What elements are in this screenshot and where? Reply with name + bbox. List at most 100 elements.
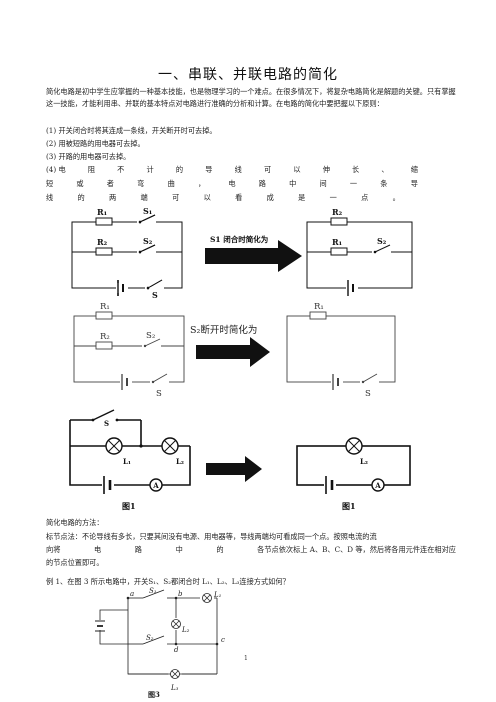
switch-node [138,220,142,224]
rule-3: (3) 开路的用电器可去掉。 [46,152,131,161]
label-d: d [174,646,179,654]
switch-s2-out-blade [374,244,391,253]
label-s2: S₂ [146,331,155,341]
rule-4-word: 一 [329,193,337,202]
switch-gap [145,287,164,289]
switch-node [361,380,365,384]
switch-s2-blade [142,635,165,645]
rule-4-line-2: 短或者弯曲，电路中间一条导 [46,179,418,189]
fig1-right-circuit [306,217,413,289]
rule-4-word: 的 [77,193,85,202]
label-out-r2: R₂ [332,207,343,217]
switch-node [91,418,95,422]
rule-4-word: 伸 [322,165,330,174]
label-out-r1: R₁ [332,237,342,247]
rule-4-word: 间 [319,179,327,188]
switch-s2-blade [144,338,161,347]
fig2-left-circuit [73,311,185,383]
switch-gap [360,381,379,383]
switch-s1-blade [139,214,156,223]
switch-s2-blade [139,244,156,253]
rule-4-word: 短 [46,179,54,188]
rule-4-word: 曲 [167,179,175,188]
label-l2: L₂ [176,457,184,466]
rule-4-word: 。 [392,193,400,202]
rule-4-word: 缩 [410,165,418,174]
node-a [126,596,130,600]
switch-gap [137,221,156,223]
label-a: a [130,590,134,598]
rule-4-word: 端 [140,193,148,202]
label-l2: L₂ [181,626,190,634]
intro-paragraph: 简化电路是初中学生应掌握的一种基本技能，也是物理学习的一个难点。在很多情况下，将… [46,87,456,109]
example-1-question: 例 1、在图 3 所示电路中，开关S₁、S₂都闭合时 L₁、L₂、L₃连接方式如… [46,577,290,586]
rule-1: (1) 开关闭合时将其连成一条线，开关断开时可去掉。 [46,126,217,135]
rule-4-line-1: (4) 电阻不计的导线可以伸长、缩 [46,165,418,175]
rule-4-word: 条 [380,179,388,188]
node-c [215,642,219,646]
rule-4-word: 电 [228,179,236,188]
label-r2: R₂ [97,237,108,247]
label-r1: R₁ [100,302,110,312]
methods-title: 简化电路的方法： [46,518,104,527]
node-method-word: 的 [216,545,224,554]
rule-4-word: 两 [109,193,117,202]
resistor-r1 [95,217,113,226]
rule-4-line-3: 线的两端可以看成是一点。 [46,193,400,203]
label-out-l2: L₂ [360,457,368,466]
resistor-r2-out [330,217,348,226]
label-out-s2: S₂ [377,236,387,246]
rule-4-word: 的 [175,165,184,174]
rule-4-word: 者 [106,179,114,188]
label-r2: R₂ [100,332,110,342]
lamp-l1-icon [105,437,123,455]
label-s1: S₁ [149,587,157,595]
rule-4-word: 是 [298,193,306,202]
fig1-left-circuit [71,214,183,296]
switch-s-blade [147,279,163,289]
rule-4-word: 中 [289,179,297,188]
rule-4-word: 导 [410,179,418,188]
lamp-l2-icon [171,619,181,629]
node-method-line-2: 向将电路中的各节点依次标上 A、B、C、D 等，然后将各用元件连在相对应 [46,545,456,555]
rule-4-word: 或 [76,179,84,188]
switch-node [143,344,147,348]
junction-node [139,444,143,448]
label-c: c [221,636,225,644]
switch-gap [150,381,169,383]
rule-4-word: 长 [352,165,360,174]
rule-4-word: 点 [361,193,369,202]
rule-4-word: ， [197,179,206,188]
resistor-r1-out [309,311,327,320]
node-method-word: 路 [134,545,142,554]
label-l1: L₁ [123,457,131,466]
node-method-word: 向将 [46,545,61,554]
label-s2: S₂ [146,634,154,642]
rule-4-word: 一 [349,179,358,188]
fig3-caption: 图1 [122,501,136,511]
switch-s-blade [92,409,115,421]
lamp-l2-icon [161,437,179,455]
switch-gap [137,251,156,253]
resistor-r2 [95,247,113,256]
ammeter-icon [371,478,385,492]
rule-4-word: 不 [117,165,125,174]
switch-node [373,250,377,254]
ammeter-label: A [152,481,159,490]
arrow-2-label: S₂断开时简化为 [190,324,257,336]
arrow-1-label: S1 闭合时简化为 [210,234,268,244]
arrow-right-icon [205,240,302,272]
lamp-l1-icon [202,593,212,603]
page-title: 一、串联、并联电路的简化 [158,67,338,83]
label-out-r1: R₁ [314,302,324,312]
label-l1: L₁ [213,591,222,599]
switch-node [151,380,155,384]
rule-4-word: 导 [205,165,213,174]
node-method-line-3: 的节点位置即可。 [46,558,104,567]
rule-2: (2) 用被短路的用电器可去掉。 [46,139,145,148]
switch-node [138,250,142,254]
arrow-right-icon [206,456,262,482]
fig2-right-circuit [286,311,396,383]
